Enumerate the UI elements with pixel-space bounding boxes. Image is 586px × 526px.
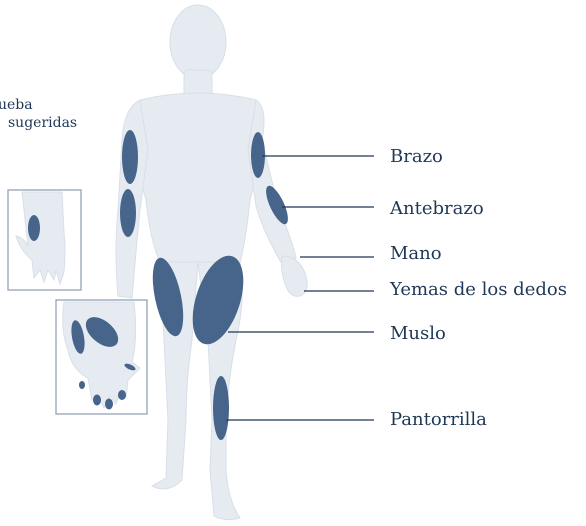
label-muslo: Muslo bbox=[390, 325, 446, 343]
body-silhouette bbox=[116, 5, 307, 520]
label-brazo: Brazo bbox=[390, 148, 443, 166]
site-left-forearm bbox=[120, 189, 136, 237]
site-pantorrilla bbox=[213, 376, 229, 440]
site-left-upper-arm bbox=[122, 130, 138, 184]
label-yemas: Yemas de los dedos bbox=[390, 281, 567, 299]
inset-hand-back-site bbox=[28, 215, 40, 241]
inset-fingertip-3 bbox=[105, 399, 113, 410]
neck bbox=[184, 70, 212, 96]
right-arm bbox=[248, 100, 296, 264]
inset-fingertip-4 bbox=[118, 390, 126, 400]
inset-hand-back bbox=[8, 190, 81, 290]
torso bbox=[138, 93, 258, 262]
label-antebrazo: Antebrazo bbox=[390, 200, 484, 218]
inset-fingertip-2 bbox=[93, 395, 101, 406]
inset-palm bbox=[56, 300, 147, 414]
right-hand bbox=[282, 256, 308, 296]
label-pantorrilla: Pantorrilla bbox=[390, 411, 487, 429]
label-mano: Mano bbox=[390, 245, 442, 263]
head bbox=[170, 5, 226, 79]
site-brazo bbox=[251, 132, 265, 178]
inset-fingertip-1 bbox=[79, 381, 85, 389]
